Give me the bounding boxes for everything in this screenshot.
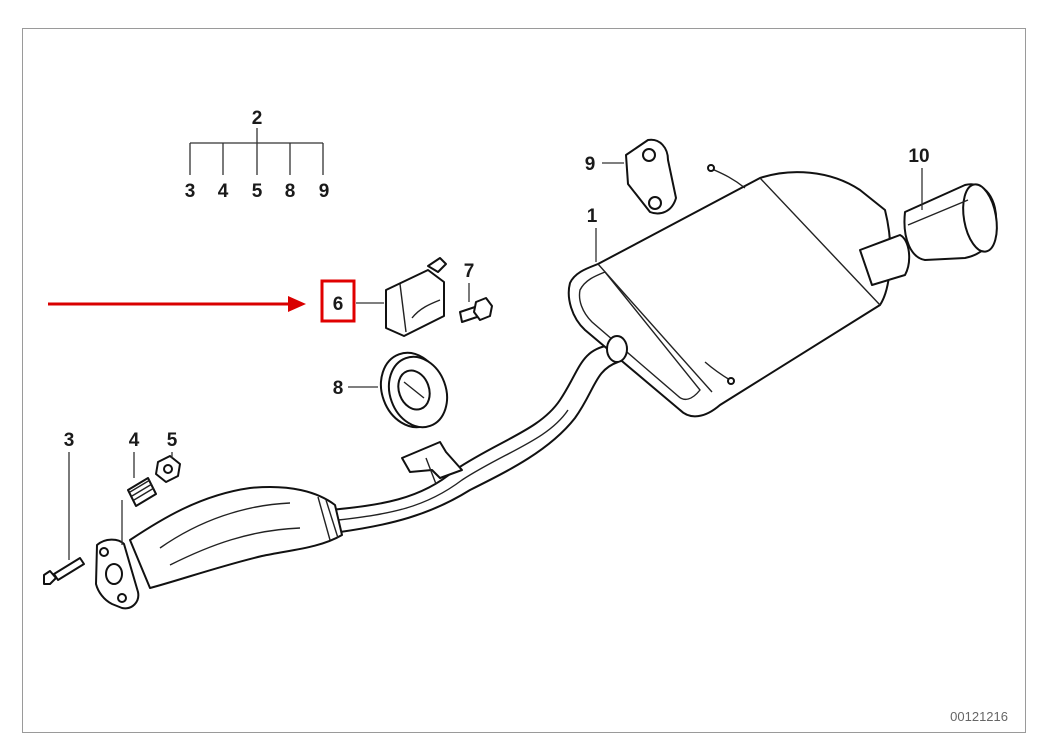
callout-2: 2 xyxy=(252,108,263,129)
rear-muffler xyxy=(567,164,911,418)
rubber-hanger xyxy=(625,138,677,215)
highlight-arrow xyxy=(48,296,306,312)
kit-item-label: 3 xyxy=(185,181,196,202)
kit-item-label: 5 xyxy=(252,181,263,202)
rubber-ring xyxy=(379,351,449,429)
kit-item-label: 8 xyxy=(285,181,296,202)
bolt xyxy=(43,557,85,585)
diagram-frame xyxy=(22,28,1026,733)
kit-item-label: 4 xyxy=(218,181,229,202)
callout-4: 4 xyxy=(129,430,140,451)
nut xyxy=(155,455,181,483)
kit-bracket xyxy=(189,128,324,175)
highlight-box xyxy=(320,279,356,323)
callout-10: 10 xyxy=(908,146,929,167)
tailpipe-trim xyxy=(903,183,998,261)
hex-bolt xyxy=(459,297,493,323)
callout-1: 1 xyxy=(587,206,598,227)
front-pipe xyxy=(95,344,619,610)
callout-8: 8 xyxy=(333,378,344,399)
callout-9: 9 xyxy=(585,154,596,175)
callout-6: 6 xyxy=(333,294,344,315)
image-code: 00121216 xyxy=(950,709,1008,724)
callout-7: 7 xyxy=(464,261,475,282)
callout-3: 3 xyxy=(64,430,75,451)
pipe-bracket xyxy=(401,441,463,485)
spring xyxy=(127,477,157,507)
exhaust-bracket-part-6 xyxy=(385,257,447,337)
callout-5: 5 xyxy=(167,430,178,451)
kit-item-label: 9 xyxy=(319,181,330,202)
